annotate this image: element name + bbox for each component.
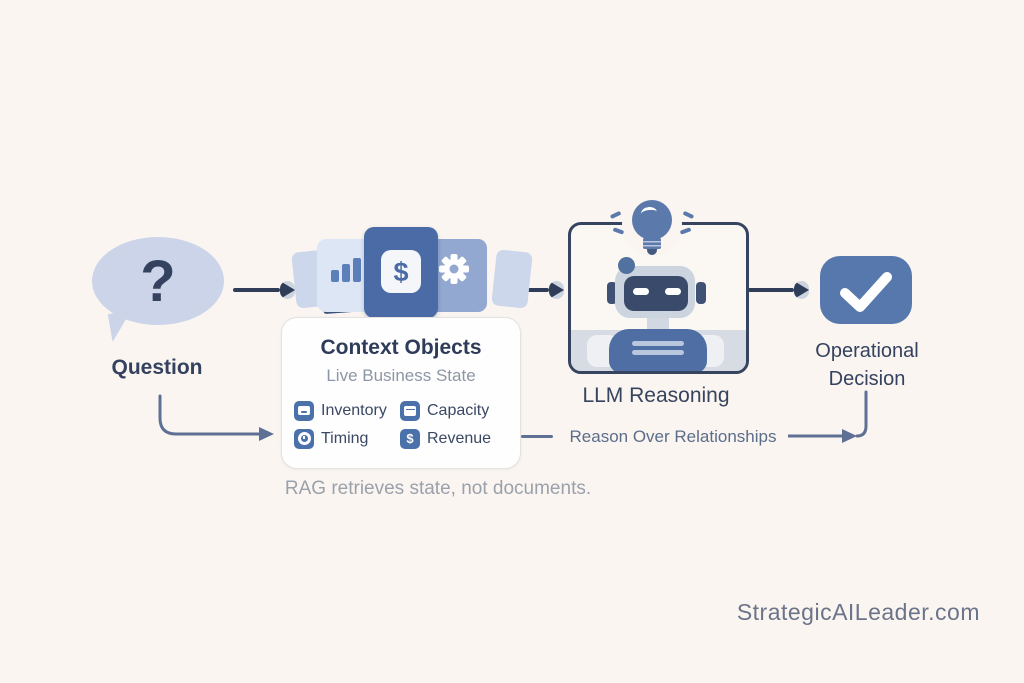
inventory-icon [294,400,314,421]
gear-icon [439,254,469,284]
site-watermark: StrategicAILeader.com [736,599,980,625]
calendar-icon [400,400,420,421]
context-items-grid: Inventory Capacity Timing $ Revenue [294,400,512,449]
bulb-base [643,238,661,249]
context-item-capacity: Capacity [400,400,512,421]
reason-over-relationships-label: Reason Over Relationships [569,427,777,446]
bar-chart-icon [331,258,361,282]
stack-card-pale-right [491,249,533,309]
arrow-head-icon [549,281,564,299]
arrow-line [233,288,280,292]
connector-question-to-context [158,394,274,441]
robot-eye-right [665,288,681,295]
rag-caption: RAG retrieves state, not documents. [284,478,592,499]
arrow-head-icon [794,281,809,299]
arrow-line [748,288,794,292]
arrow-question-to-context [233,280,295,300]
dollar-icon: $ [381,250,421,293]
checkmark-icon [840,272,892,312]
context-item-label: Inventory [321,401,387,419]
robot-neck [647,315,669,333]
robot-eye-left [633,288,649,295]
bulb-tip [647,249,657,255]
bulb-ray [609,210,622,219]
arrow-llm-to-decision [748,280,810,300]
arrow-head-icon [280,281,295,299]
robot-ear-right [696,282,706,304]
question-label: Question [111,356,203,379]
bulb-ray [682,210,695,219]
context-item-inventory: Inventory [294,400,400,421]
question-mark-icon: ? [140,249,176,314]
llm-reasoning-label: LLM Reasoning [582,384,730,407]
stack-card-dollar: $ [364,227,438,318]
context-card-subtitle: Live Business State [326,366,476,385]
question-speech-bubble [92,237,224,325]
decision-check-box [820,256,912,324]
context-card-title: Context Objects [320,336,482,359]
relationship-dash [521,435,553,438]
connector-relationships-to-decision [788,390,868,443]
context-item-revenue: $ Revenue [400,428,512,449]
robot-chest-line [632,350,684,355]
context-item-label: Revenue [427,429,492,447]
clock-icon [294,428,314,449]
context-item-label: Capacity [427,401,490,419]
robot-antenna-ball [618,257,635,274]
context-item-label: Timing [321,429,369,447]
robot-ear-left [607,282,617,304]
lightbulb-icon [632,200,672,240]
context-item-timing: Timing [294,428,400,449]
robot-chest-line [632,341,684,346]
operational-decision-label: Operational Decision [815,340,919,390]
dollar-icon: $ [400,428,420,449]
